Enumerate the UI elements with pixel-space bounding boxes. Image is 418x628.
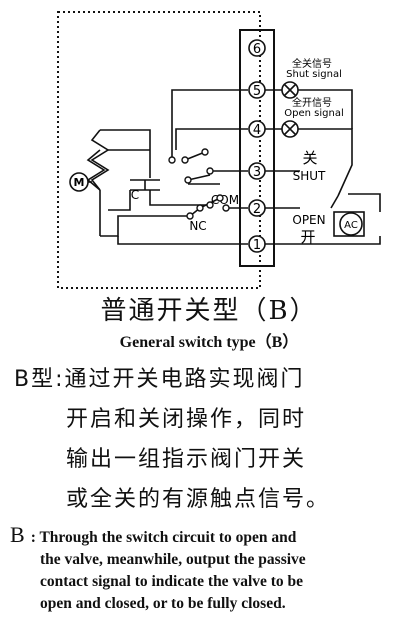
- nc-label: NC: [189, 219, 206, 233]
- description-en-line-4: open and closed, or to be fully closed.: [40, 595, 286, 612]
- terminal-3-label: 3: [253, 165, 261, 180]
- coil-winding: [86, 129, 110, 191]
- description-en-line-1: B : Through the switch circuit to open an…: [10, 524, 306, 549]
- open-label-en: OPEN: [292, 213, 325, 227]
- description-en-line-3: contact signal to indicate the valve to …: [40, 573, 304, 590]
- terminal-4-label: 4: [253, 123, 261, 138]
- open-signal-lamp: [281, 120, 299, 138]
- terminal-5: 5: [248, 81, 266, 99]
- description-en: B : Through the switch circuit to open an…: [10, 524, 306, 615]
- description-en-line-2: the valve, meanwhile, output the passive: [40, 551, 306, 568]
- description-cn-line-2: 开启和关闭操作，同时: [66, 407, 307, 432]
- terminal-6: 6: [248, 39, 266, 57]
- motor-symbol: M: [69, 172, 92, 192]
- description-en-line-1-text: : Through the switch circuit to open and: [30, 529, 297, 546]
- terminal-1: 1: [248, 235, 266, 253]
- terminal-1-label: 1: [253, 238, 261, 253]
- terminal-2-label: 2: [253, 202, 261, 217]
- switch-contacts: [168, 148, 230, 220]
- description-cn-line-4: 或全关的有源触点信号。: [66, 487, 331, 512]
- terminal-3: 3: [248, 162, 266, 180]
- title-en: General switch type（B）: [119, 334, 299, 351]
- shut-signal-lamp: [281, 81, 299, 99]
- enclosure-dotted-box: [57, 11, 261, 289]
- terminal-4: 4: [248, 120, 266, 138]
- internal-wiring: [99, 89, 248, 245]
- title-cn: 普通开关型（B）: [100, 296, 318, 326]
- terminal-2: 2: [248, 199, 266, 217]
- description-cn: B型:通过开关电路实现阀门 开启和关闭操作，同时 输出一组指示阀门开关 或全关的…: [14, 360, 330, 520]
- terminal-6-label: 6: [253, 42, 261, 57]
- shut-label-en: SHUT: [293, 169, 326, 183]
- description-cn-line-3: 输出一组指示阀门开关: [66, 447, 307, 472]
- external-wiring: [265, 89, 381, 245]
- open-signal-en: Open signal: [284, 108, 343, 119]
- terminal-5-label: 5: [253, 84, 261, 99]
- shut-signal-en: Shut signal: [286, 69, 342, 80]
- capacitor-label: C: [131, 188, 139, 202]
- description-cn-line-1: B型:通过开关电路实现阀门: [14, 367, 305, 392]
- wiring-diagram: 6 5 4 3 2 1 全关信号 Shut signal: [57, 11, 381, 289]
- shut-signal-cn: 全关信号: [292, 57, 332, 70]
- terminal-strip: [239, 29, 275, 267]
- description-en-lead: B: [10, 522, 25, 547]
- ac-label: AC: [344, 220, 358, 231]
- shut-label-cn: 关: [302, 149, 317, 167]
- open-label-cn: 开: [300, 228, 315, 246]
- ac-source: AC: [333, 211, 365, 237]
- motor-label: M: [74, 176, 85, 189]
- open-signal-cn: 全开信号: [292, 96, 332, 109]
